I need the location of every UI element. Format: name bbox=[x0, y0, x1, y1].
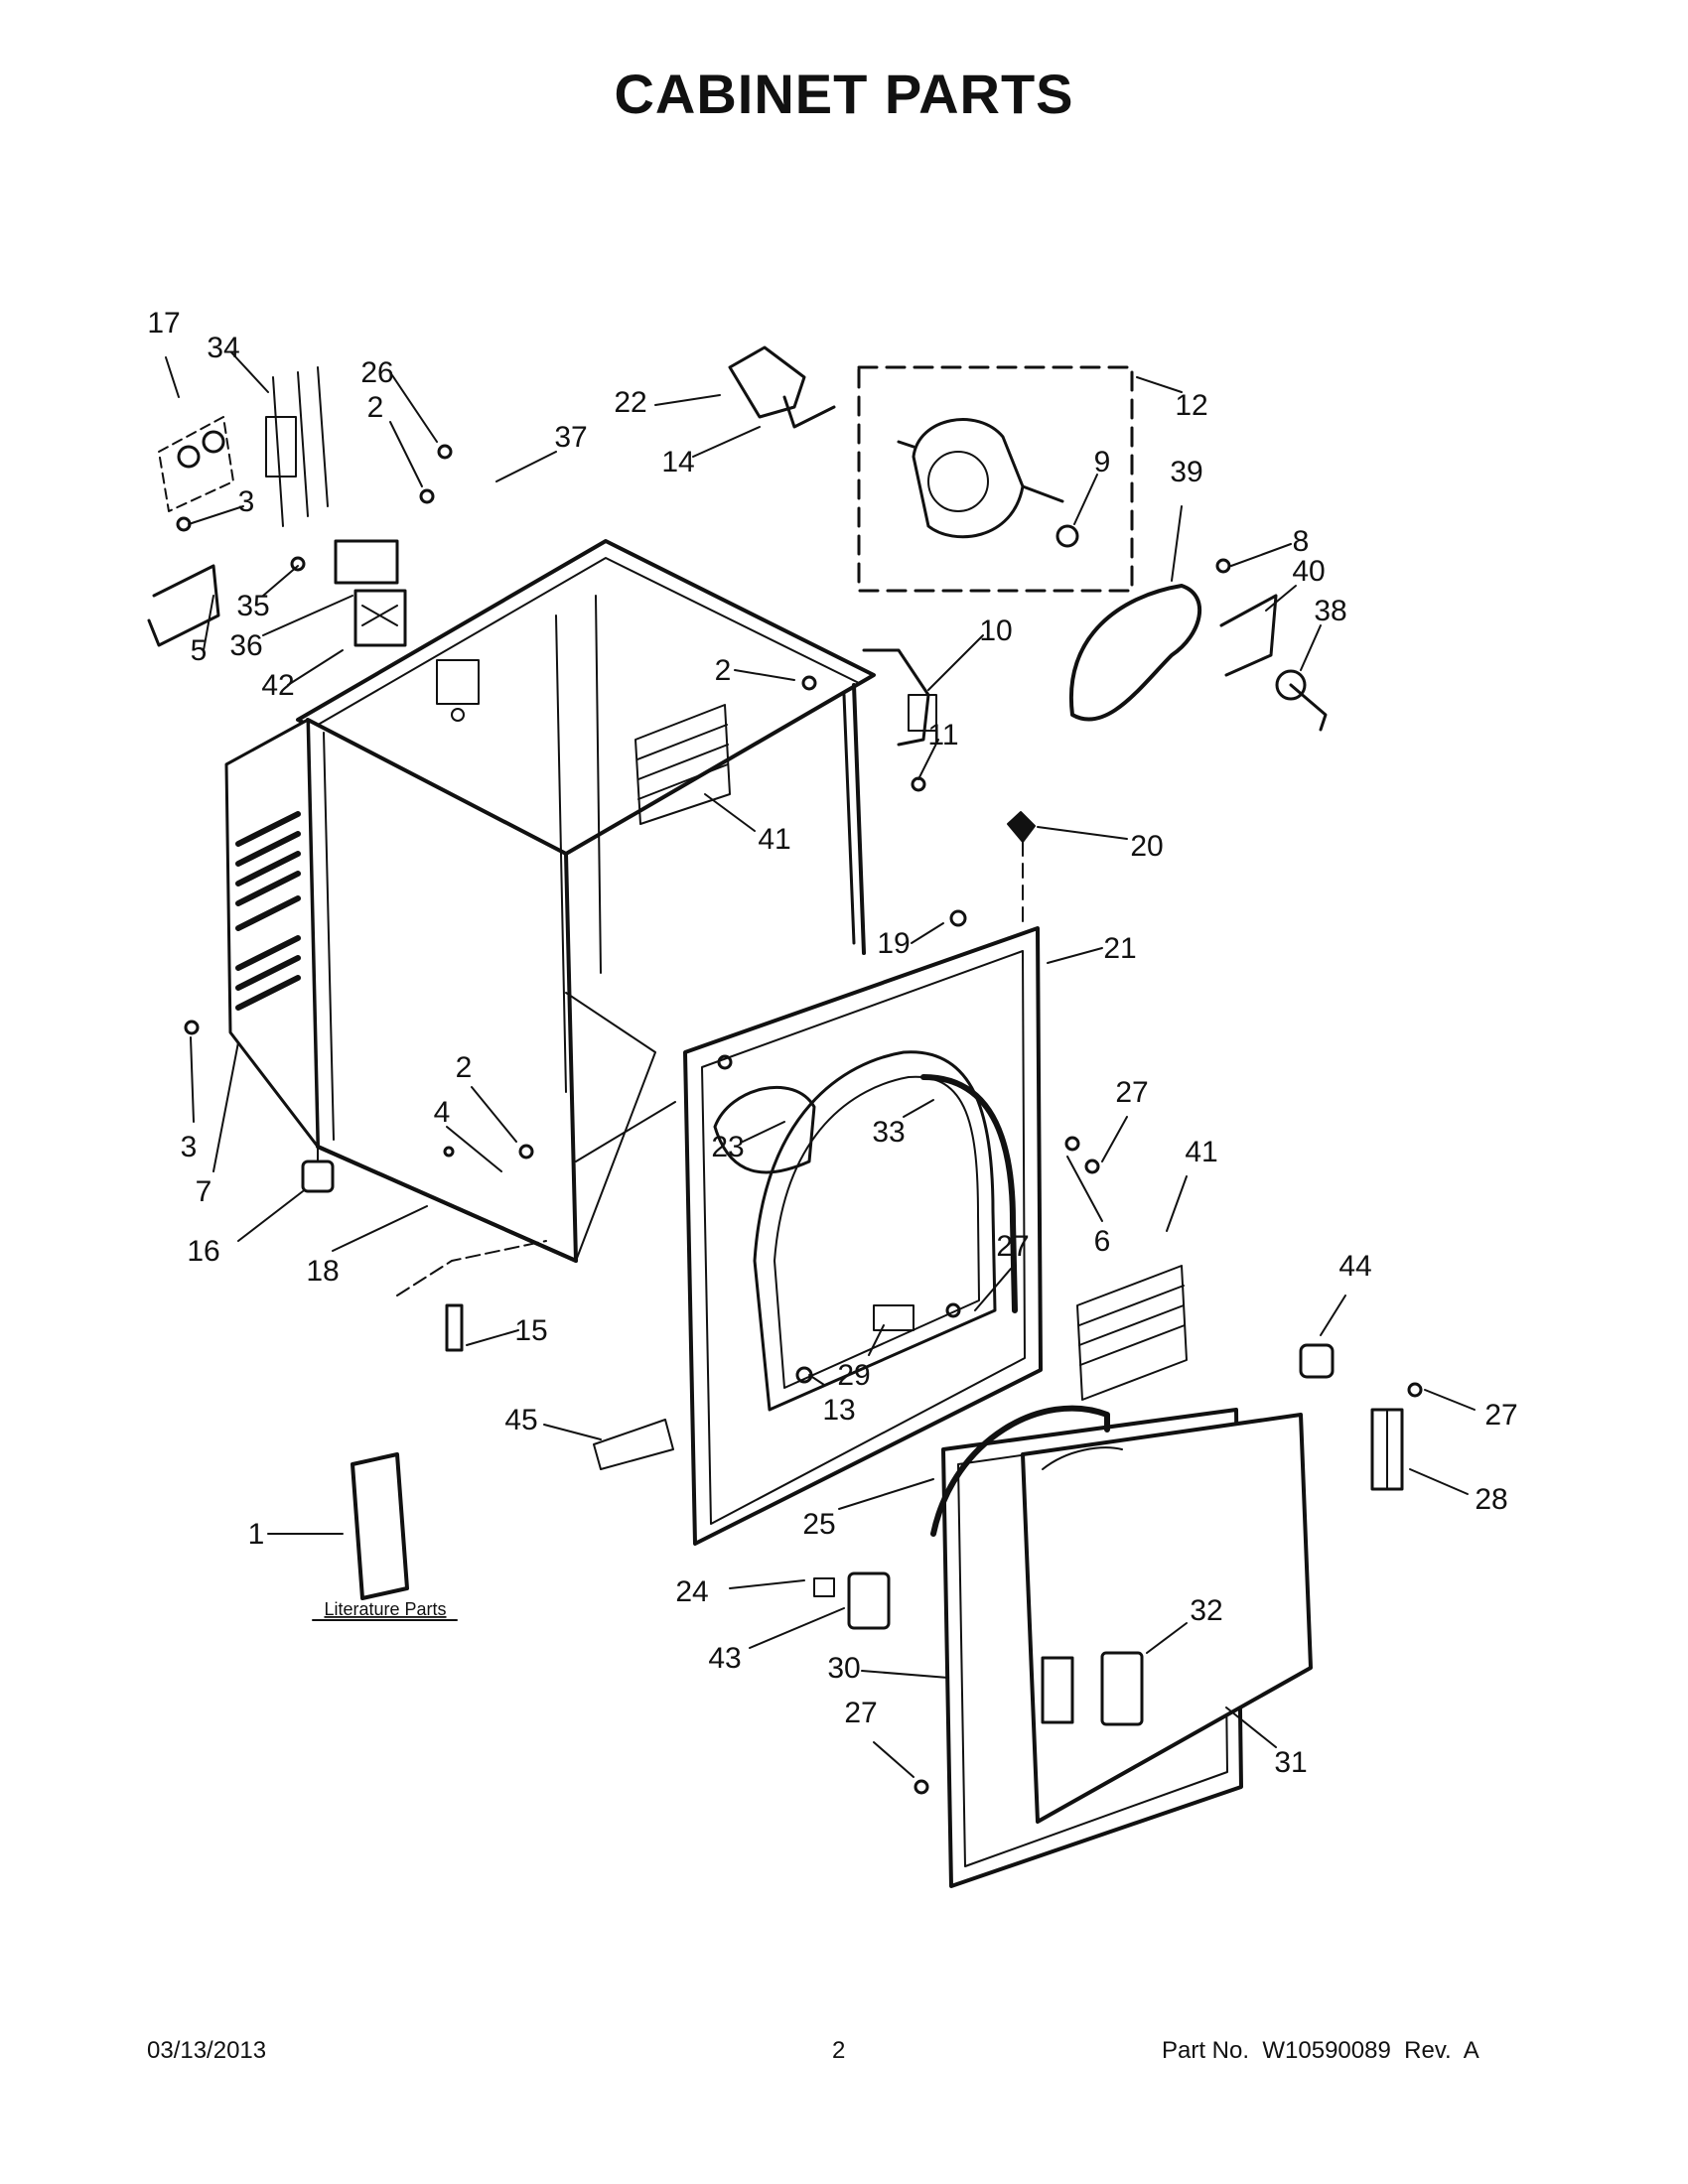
door-assembly bbox=[813, 1343, 1404, 1888]
page-title: CABINET PARTS bbox=[614, 63, 1074, 125]
callout-label: 34 bbox=[207, 332, 239, 364]
callout-label: 18 bbox=[306, 1255, 339, 1288]
callout-label: 39 bbox=[1170, 456, 1202, 488]
callout-label: 3 bbox=[181, 1131, 198, 1163]
callout-label: 26 bbox=[360, 356, 393, 389]
callout-label: 2 bbox=[456, 1051, 473, 1084]
callout-label: 45 bbox=[504, 1404, 537, 1436]
callout-label: 19 bbox=[877, 927, 910, 960]
callout-label: 20 bbox=[1130, 830, 1163, 863]
callout-label: 1 bbox=[248, 1518, 265, 1551]
callout-label: 27 bbox=[1115, 1076, 1148, 1109]
callout-label: 11 bbox=[927, 719, 958, 751]
callout-label: 6 bbox=[1094, 1225, 1111, 1258]
front-panel bbox=[683, 926, 1043, 1546]
callout-label: 23 bbox=[711, 1131, 744, 1163]
callout-label: 7 bbox=[196, 1175, 212, 1208]
callout-label: 17 bbox=[147, 307, 180, 340]
callout-label: 27 bbox=[844, 1697, 877, 1729]
callout-label: 13 bbox=[822, 1394, 855, 1427]
callout-label: 44 bbox=[1338, 1250, 1371, 1283]
callout-label: 15 bbox=[514, 1314, 547, 1347]
callout-label: 28 bbox=[1475, 1483, 1507, 1516]
warning-labels bbox=[593, 704, 1188, 1470]
footer-date: 03/13/2013 bbox=[147, 2037, 267, 2064]
callout-label: 3 bbox=[238, 485, 255, 518]
cabinet-body bbox=[224, 539, 876, 1263]
callout-label: 41 bbox=[758, 823, 790, 856]
callout-label: 42 bbox=[261, 669, 294, 702]
callout-labels: 17 34 26 2 37 22 12 14 9 39 3 35 8 40 36… bbox=[147, 307, 1517, 1779]
callout-label: 38 bbox=[1314, 595, 1346, 627]
callout-label: 24 bbox=[675, 1575, 708, 1608]
callout-label: 37 bbox=[554, 421, 587, 454]
callout-label: 12 bbox=[1175, 389, 1207, 422]
literature-parts-label: Literature Parts bbox=[324, 1599, 446, 1619]
callout-label: 43 bbox=[708, 1642, 741, 1675]
callout-label: 5 bbox=[191, 634, 208, 667]
callout-label: 30 bbox=[827, 1652, 860, 1685]
callout-label: 25 bbox=[802, 1508, 835, 1541]
callout-label: 16 bbox=[187, 1235, 219, 1268]
callout-label: 14 bbox=[661, 446, 694, 478]
callout-label: 41 bbox=[1185, 1136, 1217, 1168]
leader-lines bbox=[165, 351, 1476, 1778]
callout-label: 22 bbox=[614, 386, 646, 419]
callout-label: 36 bbox=[229, 629, 262, 662]
callout-label: 27 bbox=[1484, 1399, 1517, 1432]
callout-label: 32 bbox=[1190, 1594, 1222, 1627]
callout-label: 29 bbox=[837, 1359, 870, 1392]
callout-label: 2 bbox=[367, 391, 384, 424]
callout-label: 2 bbox=[715, 654, 732, 687]
callout-label: 9 bbox=[1094, 446, 1111, 478]
callout-label: 35 bbox=[236, 590, 269, 622]
callout-label: 27 bbox=[996, 1230, 1029, 1263]
callout-label: 21 bbox=[1103, 932, 1136, 965]
callout-label: 33 bbox=[872, 1116, 905, 1149]
small-parts bbox=[176, 444, 1423, 1795]
motor-assembly bbox=[728, 345, 1328, 924]
callout-label: 8 bbox=[1293, 525, 1310, 558]
callout-label: 31 bbox=[1274, 1746, 1307, 1779]
callout-label: 4 bbox=[434, 1096, 451, 1129]
control-parts bbox=[147, 366, 407, 647]
callout-label: 10 bbox=[979, 614, 1012, 647]
footer-part-number: Part No. W10590089 Rev. A bbox=[1162, 2037, 1479, 2064]
callout-label: 40 bbox=[1292, 555, 1325, 588]
footer-page-number: 2 bbox=[832, 2037, 846, 2064]
